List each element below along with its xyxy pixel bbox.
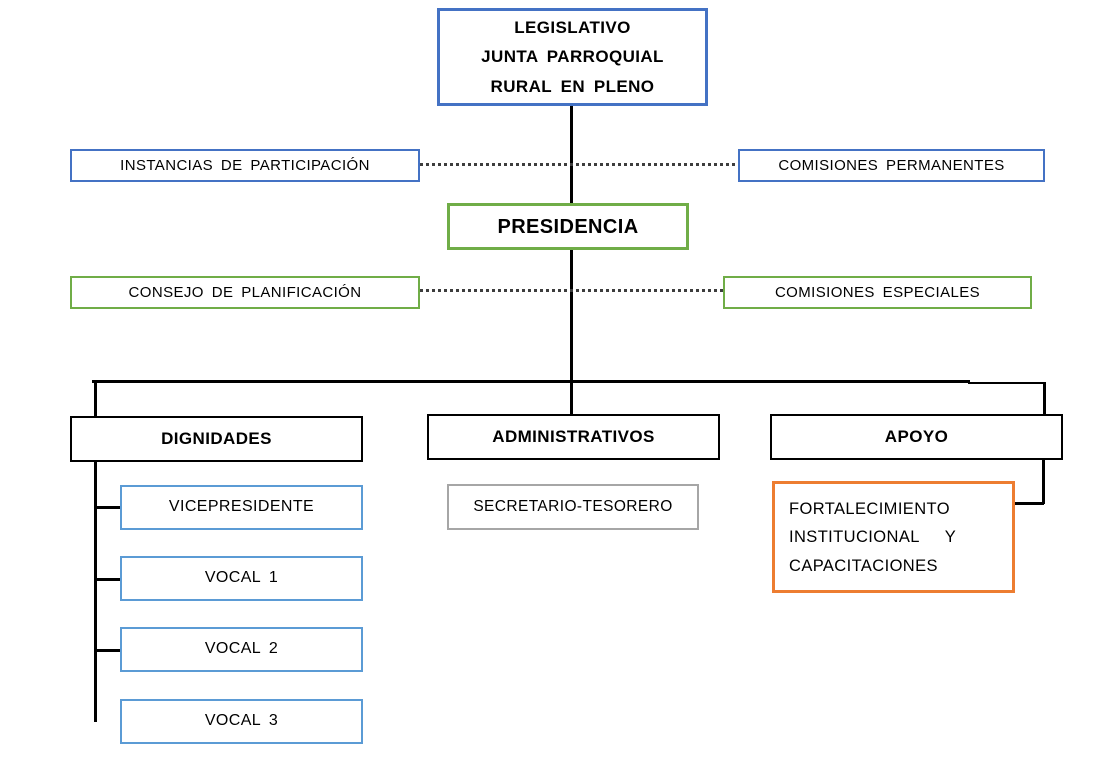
node-secretario-tesorero: SECRETARIO-TESORERO: [447, 484, 699, 530]
connector-drop-apoyo: [1043, 382, 1046, 415]
connector-presidencia-trunk: [570, 250, 573, 414]
connector-horizontal-trunk: [92, 380, 970, 383]
node-consejo-de-planificacion: CONSEJO DE PLANIFICACIÓN: [70, 276, 420, 309]
node-comisiones-especiales: COMISIONES ESPECIALES: [723, 276, 1032, 309]
node-vocal-1: VOCAL 1: [120, 556, 363, 601]
connector-stub-vocal1: [96, 578, 120, 581]
connector-drop-dignidades: [94, 382, 97, 416]
connector-dotted-consejo-especiales: [420, 289, 723, 292]
node-dignidades: DIGNIDADES: [70, 416, 363, 462]
connector-horizontal-trunk-right: [968, 382, 1045, 384]
node-administrativos: ADMINISTRATIVOS: [427, 414, 720, 460]
node-comisiones-permanentes: COMISIONES PERMANENTES: [738, 149, 1045, 182]
connector-legislativo-presidencia-top: [570, 106, 573, 204]
node-legislativo-junta-parroquial: LEGISLATIVO JUNTA PARROQUIAL RURAL EN PL…: [437, 8, 708, 106]
connector-stub-vicepresidente: [96, 506, 120, 509]
node-apoyo: APOYO: [770, 414, 1063, 460]
connector-stub-fortalecimiento: [1015, 502, 1044, 505]
node-presidencia: PRESIDENCIA: [447, 203, 689, 250]
node-fortalecimiento-institucional: FORTALECIMIENTO INSTITUCIONAL Y CAPACITA…: [772, 481, 1015, 593]
connector-apoyo-down: [1042, 460, 1045, 504]
connector-dotted-instancias-permanentes: [420, 163, 738, 166]
node-instancias-de-participacion: INSTANCIAS DE PARTICIPACIÓN: [70, 149, 420, 182]
connector-stub-vocal2: [96, 649, 120, 652]
node-vicepresidente: VICEPRESIDENTE: [120, 485, 363, 530]
connector-left-trunk: [94, 462, 97, 722]
node-vocal-3: VOCAL 3: [120, 699, 363, 744]
node-vocal-2: VOCAL 2: [120, 627, 363, 672]
